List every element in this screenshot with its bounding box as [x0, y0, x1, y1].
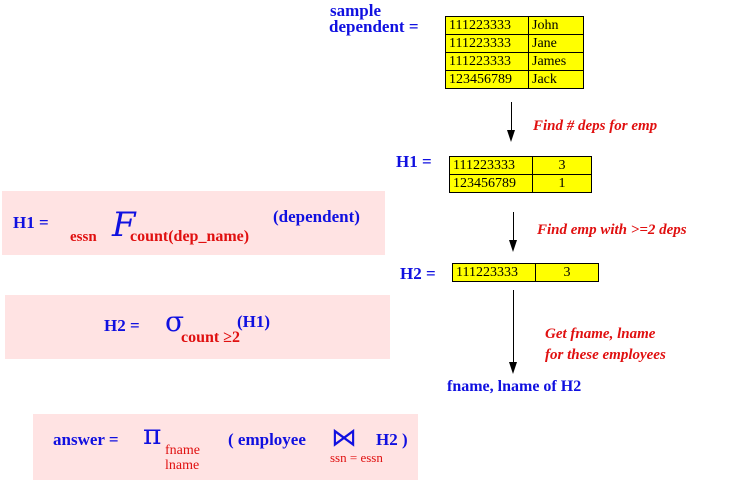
- table-cell: 111223333: [452, 263, 536, 282]
- expr-answer-proj2: lname: [165, 458, 200, 473]
- table-cell: 111223333: [449, 156, 533, 175]
- table-row: 123456789 1: [449, 174, 592, 193]
- join-icon: ⋈: [331, 423, 357, 453]
- expr-answer-lhs: answer =: [53, 430, 119, 449]
- table-row: 111223333 3: [449, 156, 592, 175]
- expr-h2-cond-op: ≥: [223, 329, 233, 346]
- h1-label: H1 =: [396, 152, 432, 171]
- step1-note: Find # deps for emp: [533, 118, 658, 134]
- dependent-label-line1: sample: [330, 1, 381, 20]
- expr-h1-func: count(dep_name): [130, 228, 250, 245]
- table-cell: 3: [535, 263, 599, 282]
- expr-answer-join-cond: ssn = essn: [330, 450, 383, 465]
- expr-h2-cond-attr: count: [181, 329, 220, 346]
- flow-arrow-2-head: [509, 240, 517, 252]
- step3-note-line1: Get fname, lname: [545, 326, 656, 342]
- table-cell: Jane: [528, 34, 584, 53]
- table-cell: 111223333: [445, 34, 529, 53]
- table-cell: 111223333: [445, 16, 529, 35]
- flow-arrow-1-line: [511, 102, 512, 130]
- expr-h1-arg: (dependent): [273, 207, 360, 226]
- table-cell: John: [528, 16, 584, 35]
- expr-h2-panel: H2 = σ count ≥2 (H1): [5, 295, 390, 359]
- table-row: 111223333 Jane: [445, 34, 584, 53]
- result-label: fname, lname of H2: [447, 378, 582, 395]
- expr-answer-panel: answer = π fname lname ( employee ⋈ H2 )…: [33, 414, 418, 480]
- step3-note-line2: for these employees: [545, 347, 666, 363]
- expr-answer-rhs: H2 ): [376, 430, 408, 449]
- h1-table: 111223333 3 123456789 1: [449, 156, 592, 193]
- expr-h2-cond: count ≥2: [181, 329, 240, 347]
- dependent-table: 111223333 John 111223333 Jane 111223333 …: [445, 16, 584, 89]
- pi-icon: π: [143, 418, 162, 451]
- h2-table: 111223333 3: [452, 263, 599, 282]
- expr-h1-panel: H1 = essn F count(dep_name) (dependent): [2, 191, 385, 255]
- expr-h1-lhs: H1 =: [13, 213, 49, 232]
- dependent-label-line2: dependent =: [329, 17, 419, 36]
- flow-arrow-1-head: [507, 130, 515, 142]
- sigma-icon: σ: [165, 305, 185, 338]
- expr-h1-group-attr: essn: [70, 229, 97, 245]
- step2-note: Find emp with >=2 deps: [537, 222, 687, 238]
- table-row: 111223333 John: [445, 16, 584, 35]
- aggregate-f-icon: F: [112, 205, 136, 245]
- table-cell: 3: [532, 156, 592, 175]
- table-cell: James: [528, 52, 584, 71]
- flow-arrow-2-line: [513, 212, 514, 240]
- flow-arrow-3-head: [509, 362, 517, 374]
- expr-h2-lhs: H2 =: [104, 316, 140, 335]
- h2-label: H2 =: [400, 264, 436, 283]
- table-cell: 123456789: [445, 70, 529, 89]
- table-cell: 1: [532, 174, 592, 193]
- table-cell: Jack: [528, 70, 584, 89]
- expr-h2-cond-val: 2: [232, 329, 241, 346]
- table-cell: 123456789: [449, 174, 533, 193]
- expr-answer-open: ( employee: [228, 430, 306, 449]
- table-cell: 111223333: [445, 52, 529, 71]
- table-row: 111223333 3: [452, 263, 599, 282]
- expr-answer-proj1: fname: [165, 443, 200, 458]
- table-row: 111223333 James: [445, 52, 584, 71]
- flow-arrow-3-line: [513, 290, 514, 362]
- table-row: 123456789 Jack: [445, 70, 584, 89]
- expr-h2-arg: (H1): [237, 312, 271, 331]
